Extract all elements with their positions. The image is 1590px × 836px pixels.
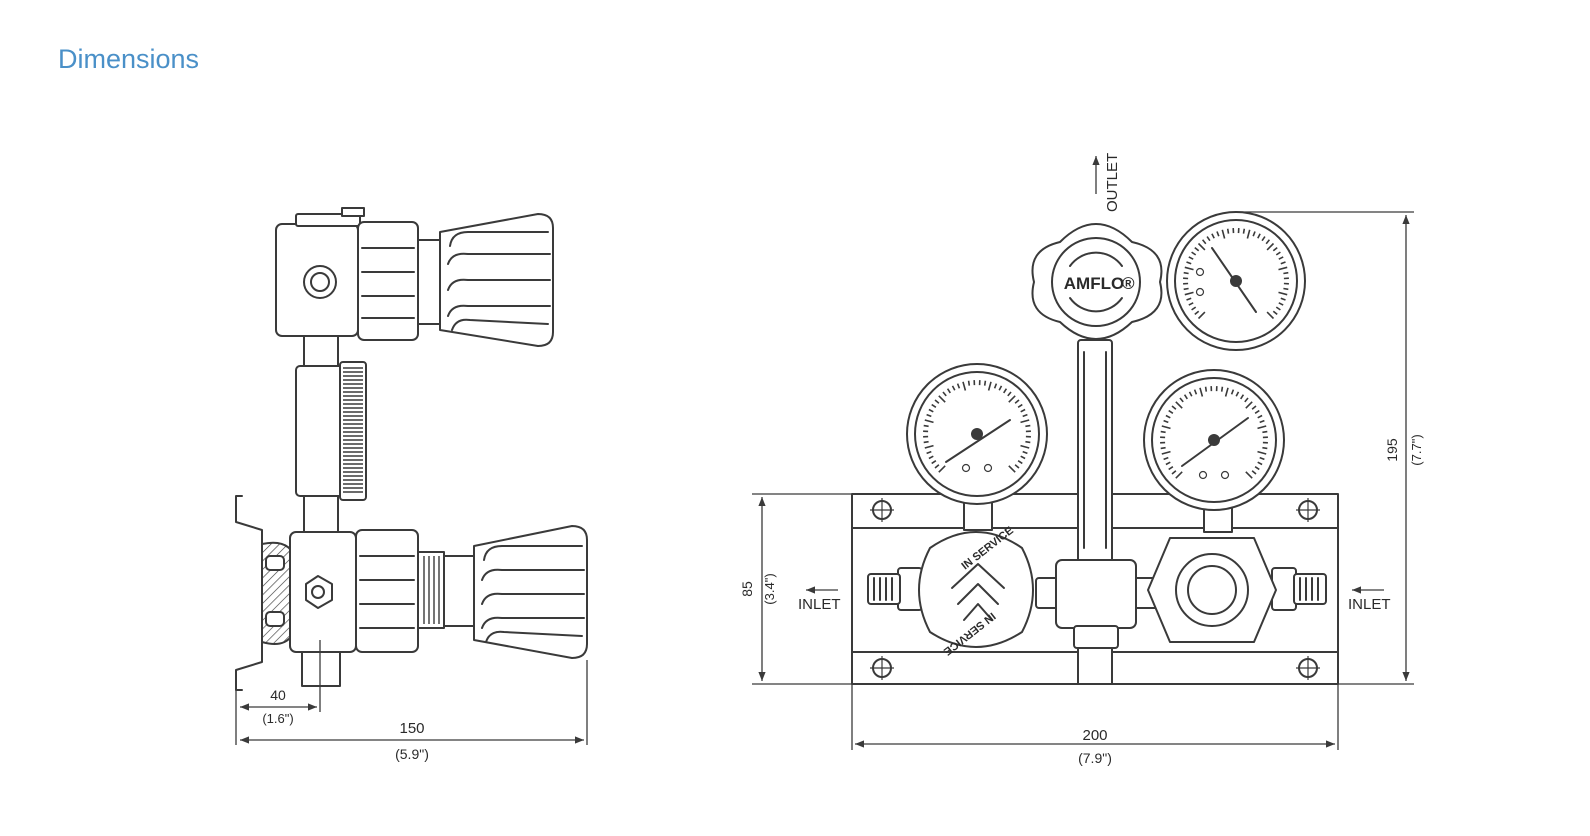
amflo-handwheel[interactable]: AMFLO ® bbox=[1031, 223, 1163, 340]
in-service-knob[interactable]: IN SERVICE IN SERVICE bbox=[918, 525, 1034, 658]
dim-200-in: (7.9") bbox=[1078, 750, 1112, 766]
front-dimensions: 85 (3.4") 195 (7.7") 200 (7.9") bbox=[739, 211, 1424, 766]
mounting-hole-bottom-left bbox=[870, 656, 894, 680]
mounting-hole-bottom-right bbox=[1296, 656, 1320, 680]
dim-195-in: (7.7") bbox=[1409, 434, 1424, 465]
gauge-left bbox=[906, 363, 1048, 505]
switchover-body bbox=[1147, 537, 1277, 643]
piping bbox=[867, 339, 1327, 685]
side-view: 40 (1.6") 150 (5.9") bbox=[235, 207, 588, 762]
dim-40-mm: 40 bbox=[270, 687, 286, 703]
dim-85-in: (3.4") bbox=[762, 573, 777, 604]
page-title: Dimensions bbox=[58, 44, 200, 74]
dim-40-in: (1.6") bbox=[262, 711, 293, 726]
upper-regulator bbox=[275, 207, 554, 347]
lower-regulator bbox=[235, 495, 588, 691]
dim-195-mm: 195 bbox=[1384, 438, 1400, 462]
gauge-right bbox=[1143, 369, 1285, 511]
handwheel-brand: AMFLO bbox=[1064, 274, 1124, 293]
connecting-tube bbox=[295, 335, 367, 533]
dim-200-mm: 200 bbox=[1082, 727, 1107, 744]
mounting-hole-top-right bbox=[1296, 498, 1320, 522]
mounting-hole-top-left bbox=[870, 498, 894, 522]
dim-85-mm: 85 bbox=[739, 581, 755, 597]
inlet-right-label: INLET bbox=[1348, 596, 1391, 613]
inlet-left-label: INLET bbox=[798, 596, 841, 613]
dim-150-in: (5.9") bbox=[395, 746, 429, 762]
side-dimensions: 40 (1.6") 150 (5.9") bbox=[235, 640, 588, 762]
gauge-top bbox=[1166, 211, 1306, 351]
outlet-label: OUTLET bbox=[1104, 153, 1121, 212]
front-view: IN SERVICE IN SERVICE bbox=[739, 153, 1424, 766]
dim-150-mm: 150 bbox=[399, 720, 424, 737]
flow-labels: OUTLET INLET INLET bbox=[798, 153, 1391, 613]
handwheel-brand-mark: ® bbox=[1122, 274, 1135, 293]
